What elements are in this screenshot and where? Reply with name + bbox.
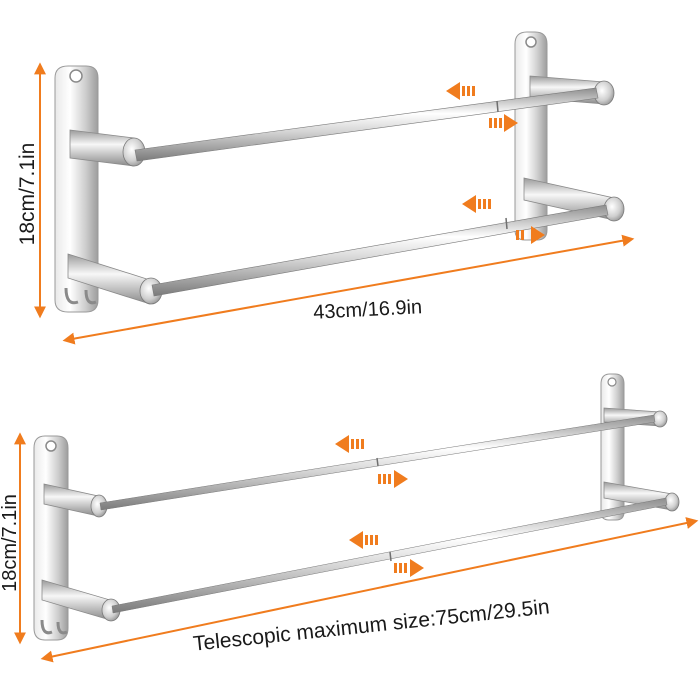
top-lower-rod — [151, 204, 609, 297]
top-width-label: 43cm/16.9in — [313, 296, 423, 324]
bottom-lower-rod-joint — [389, 551, 392, 562]
top-height-label: 18cm/7.1in — [16, 143, 39, 246]
top-right-screw-hole — [525, 36, 537, 48]
bottom-upper-rod-joint — [376, 457, 379, 467]
top-upper-extend-arrow-icon — [489, 114, 518, 132]
bottom-right-upper-cap — [652, 410, 668, 428]
top-rack: 18cm/7.1in 43cm/16.9in — [16, 31, 635, 345]
bottom-width-label: Telescopic maximum size:75cm/29.5in — [192, 595, 551, 655]
bottom-lower-retract-arrow-icon — [349, 531, 378, 549]
bottom-lower-rod — [111, 497, 668, 614]
bottom-height-label: 18cm/7.1in — [0, 494, 21, 592]
bottom-right-screw-hole — [607, 377, 617, 387]
bottom-left-screw-hole — [45, 440, 57, 452]
bottom-upper-retract-arrow-icon — [335, 435, 364, 453]
bottom-lower-extend-arrow-icon — [394, 559, 424, 577]
top-lower-rod-joint — [505, 217, 508, 230]
top-lower-retract-arrow-icon — [462, 195, 491, 213]
top-upper-rod-joint — [496, 100, 499, 113]
bottom-rack: 18cm/7.1in Telescopic maximum size:75cm/… — [0, 373, 699, 663]
top-left-screw-hole — [69, 69, 83, 83]
bottom-upper-extend-arrow-icon — [378, 470, 408, 488]
bottom-width-dimension-line — [40, 517, 699, 663]
top-width-dimension-line — [62, 234, 635, 345]
top-upper-retract-arrow-icon — [446, 82, 475, 100]
bottom-left-wall-plate — [33, 435, 69, 641]
bottom-right-lower-cap — [664, 492, 680, 512]
top-right-wall-plate — [514, 31, 548, 241]
top-upper-rod — [134, 87, 599, 162]
